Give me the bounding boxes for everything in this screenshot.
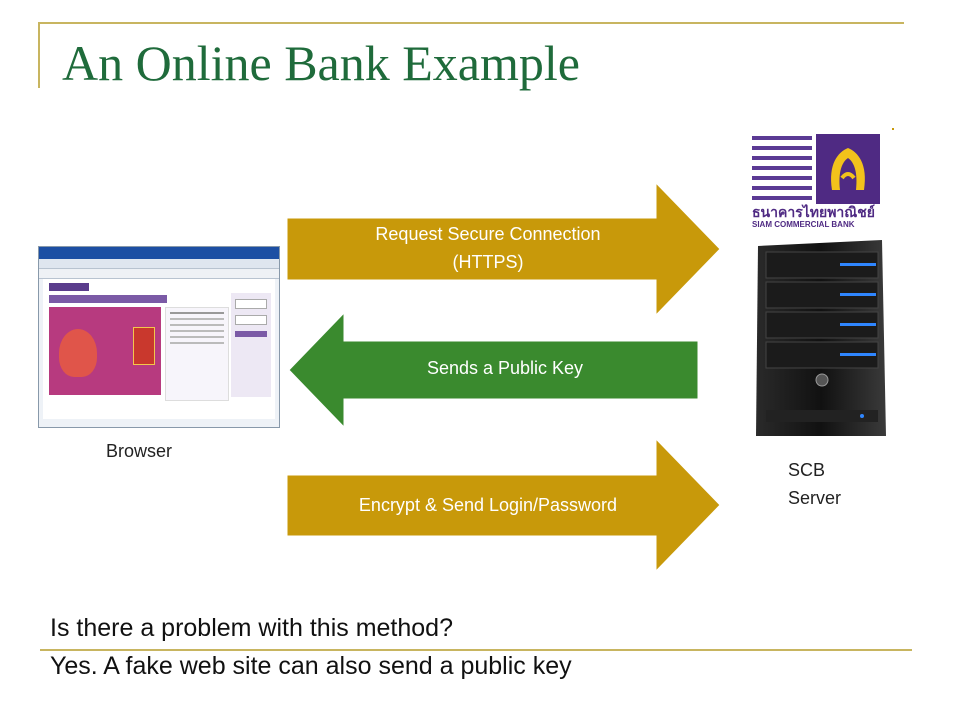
banner-scroll xyxy=(133,327,155,365)
page-logo xyxy=(49,283,89,291)
bank-thai-name: ธนาคารไทยพาณิชย์ xyxy=(752,203,875,221)
title-frame-top xyxy=(38,22,904,24)
banner-figure xyxy=(59,329,97,377)
encrypt-arrow xyxy=(286,438,721,572)
request-arrow xyxy=(286,182,721,316)
page-news-panel xyxy=(165,307,229,401)
public-key-arrow xyxy=(288,312,699,428)
page-banner xyxy=(49,307,161,395)
browser-addressbar xyxy=(39,269,279,279)
browser-screenshot xyxy=(38,246,280,428)
server-label-1: SCB xyxy=(788,460,826,480)
answer-text: Yes. A fake web site can also send a pub… xyxy=(50,652,572,680)
divider-line xyxy=(40,649,912,651)
browser-titlebar xyxy=(39,247,279,259)
server-tower xyxy=(756,240,886,436)
bank-english-name: SIAM COMMERCIAL BANK xyxy=(752,220,855,228)
request-arrow-label-2: (HTTPS) xyxy=(452,252,524,272)
question-text: Is there a problem with this method? xyxy=(50,614,453,642)
scb-logo: ธนาคารไทยพาณิชย์ SIAM COMMERCIAL BANK xyxy=(752,128,894,228)
browser-menubar xyxy=(39,259,279,269)
title-frame-left xyxy=(38,22,40,88)
browser-page xyxy=(43,279,275,419)
encrypt-arrow-label: Encrypt & Send Login/Password xyxy=(358,495,618,515)
slide-title: An Online Bank Example xyxy=(62,35,580,91)
request-arrow-label-1: Request Secure Connection xyxy=(375,224,601,244)
page-login-panel xyxy=(231,293,271,397)
server-label-2: Server xyxy=(788,488,842,508)
page-nav-bar xyxy=(49,295,167,303)
public-key-arrow-label: Sends a Public Key xyxy=(426,358,584,378)
browser-label: Browser xyxy=(106,441,173,461)
